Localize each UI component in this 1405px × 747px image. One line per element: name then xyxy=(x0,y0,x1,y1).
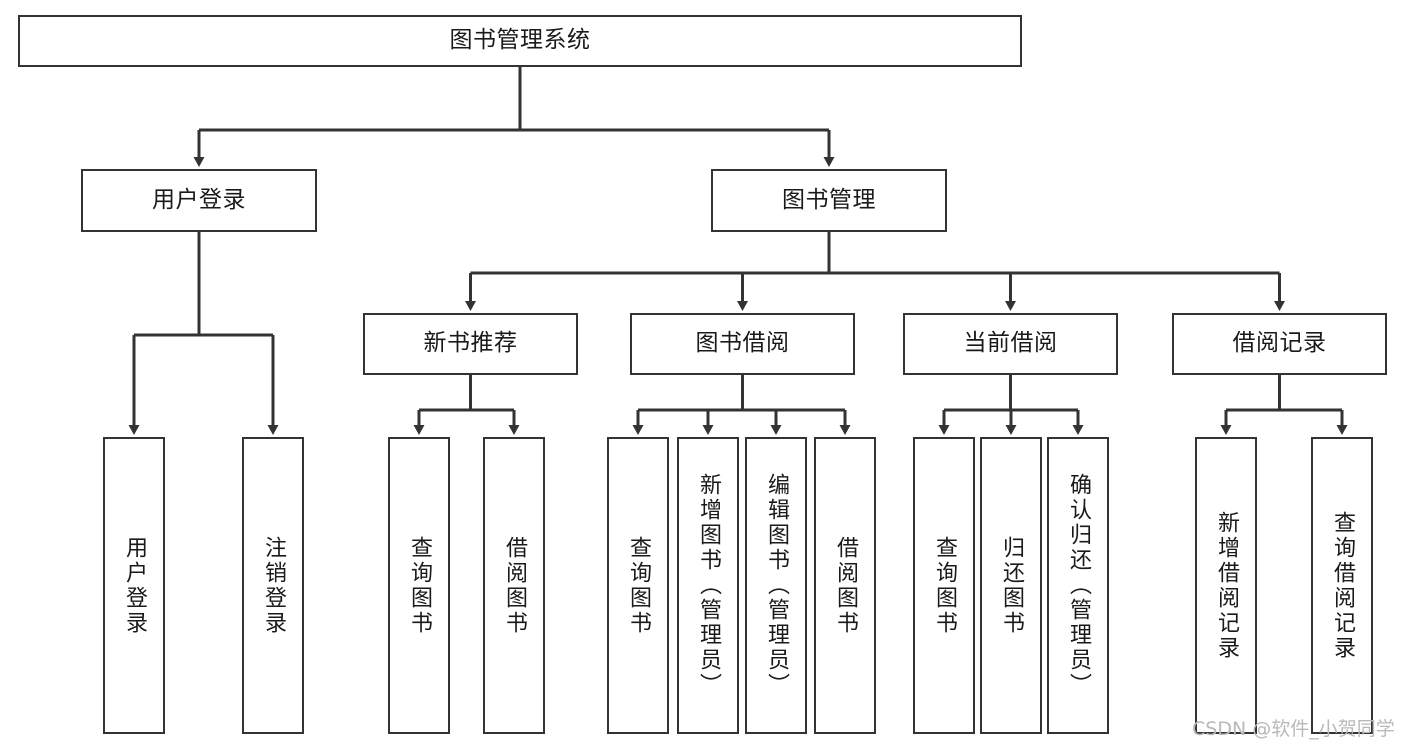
branch-node-user-login[interactable]: 用户登录 xyxy=(81,169,317,232)
leaf-node-leaf-user-login[interactable]: 用户登录 xyxy=(103,437,165,734)
leaf-node-leaf-confirm-return[interactable]: 确认归还（管理员） xyxy=(1047,437,1109,734)
branch-node-current-borrow[interactable]: 当前借阅 xyxy=(903,313,1118,375)
branch-node-new-book-recommend[interactable]: 新书推荐 xyxy=(363,313,578,375)
node-label: 注销登录 xyxy=(261,535,286,636)
leaf-node-leaf-query-book-1[interactable]: 查询图书 xyxy=(388,437,450,734)
branch-node-borrow-record[interactable]: 借阅记录 xyxy=(1172,313,1387,375)
leaf-node-leaf-query-book-2[interactable]: 查询图书 xyxy=(607,437,669,734)
node-label: 确认归还（管理员） xyxy=(1066,473,1091,698)
node-label: 用户登录 xyxy=(122,535,147,636)
root-node-root[interactable]: 图书管理系统 xyxy=(18,15,1022,67)
node-label: 查询图书 xyxy=(932,535,957,636)
node-label: 当前借阅 xyxy=(963,330,1058,357)
branch-node-book-borrow[interactable]: 图书借阅 xyxy=(630,313,855,375)
leaf-node-leaf-borrow-book-1[interactable]: 借阅图书 xyxy=(483,437,545,734)
leaf-node-leaf-return-book[interactable]: 归还图书 xyxy=(980,437,1042,734)
leaf-node-leaf-query-record[interactable]: 查询借阅记录 xyxy=(1311,437,1373,734)
leaf-node-leaf-add-record[interactable]: 新增借阅记录 xyxy=(1195,437,1257,734)
branch-node-book-management[interactable]: 图书管理 xyxy=(711,169,947,232)
node-label: 借阅图书 xyxy=(833,535,858,636)
node-label: 新增借阅记录 xyxy=(1214,510,1239,661)
node-label: 查询图书 xyxy=(626,535,651,636)
node-label: 借阅图书 xyxy=(502,535,527,636)
node-label: 借阅记录 xyxy=(1232,330,1327,357)
node-label: 新书推荐 xyxy=(423,330,518,357)
node-label: 查询图书 xyxy=(407,535,432,636)
node-label: 归还图书 xyxy=(999,535,1024,636)
leaf-node-leaf-logout[interactable]: 注销登录 xyxy=(242,437,304,734)
node-label: 图书借阅 xyxy=(695,330,790,357)
leaf-node-leaf-edit-book[interactable]: 编辑图书（管理员） xyxy=(745,437,807,734)
node-label: 图书管理 xyxy=(782,186,876,213)
node-label: 图书管理系统 xyxy=(449,27,591,54)
node-label: 新增图书（管理员） xyxy=(696,473,721,698)
node-label: 编辑图书（管理员） xyxy=(764,473,789,698)
leaf-node-leaf-borrow-book-2[interactable]: 借阅图书 xyxy=(814,437,876,734)
leaf-node-leaf-add-book[interactable]: 新增图书（管理员） xyxy=(677,437,739,734)
leaf-node-leaf-query-book-3[interactable]: 查询图书 xyxy=(913,437,975,734)
node-label: 用户登录 xyxy=(152,186,246,213)
node-label: 查询借阅记录 xyxy=(1330,510,1355,661)
